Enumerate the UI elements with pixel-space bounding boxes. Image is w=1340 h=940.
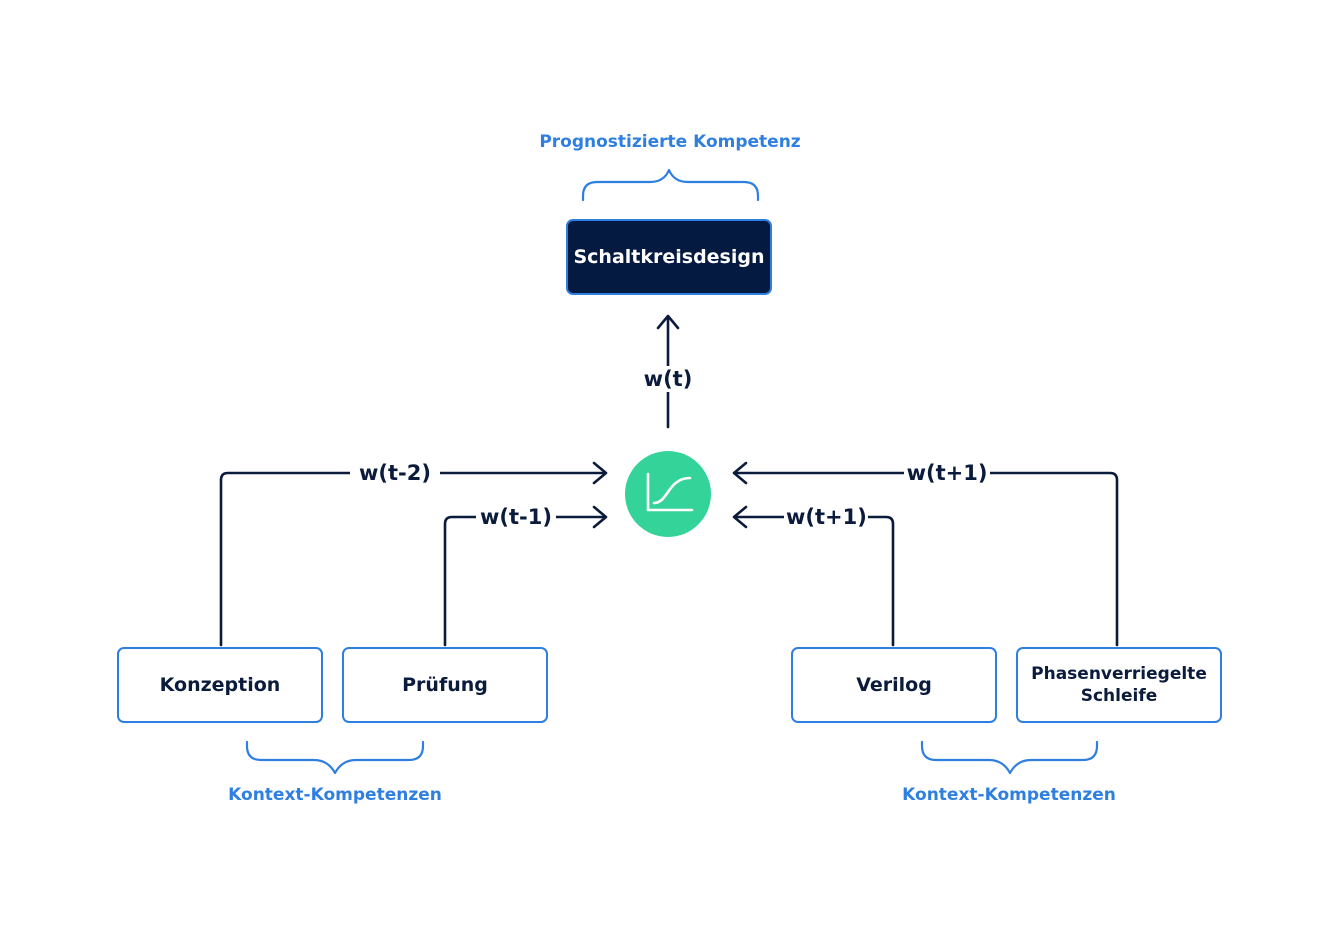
node-phasenverriegelte-schleife: Phasenverriegelte Schleife — [1016, 647, 1222, 723]
sigmoid-icon — [625, 451, 711, 537]
node-schaltkreisdesign: Schaltkreisdesign — [566, 219, 772, 295]
weight-label-center: w(t) — [628, 366, 708, 392]
brace-left — [245, 740, 425, 775]
annotation-context-left: Kontext-Kompetenzen — [228, 785, 442, 805]
annotation-context-right: Kontext-Kompetenzen — [902, 785, 1116, 805]
arrowhead-center-up — [656, 314, 680, 330]
arrowhead-verilog — [732, 505, 748, 529]
connector-pruefung — [443, 515, 606, 647]
arrowhead-konzeption — [592, 461, 608, 485]
arrowhead-pruefung — [592, 505, 608, 529]
node-label: Verilog — [856, 674, 932, 696]
connector-konzeption — [219, 471, 606, 647]
weight-label-right-inner: w(t+1) — [784, 504, 868, 530]
node-label-line1: Phasenverriegelte — [1031, 664, 1207, 684]
node-label: Konzeption — [159, 674, 281, 696]
arrowhead-pll — [732, 461, 748, 485]
weight-label-right-outer: w(t+1) — [904, 460, 990, 486]
node-pruefung: Prüfung — [342, 647, 548, 723]
node-label: Prüfung — [402, 674, 488, 696]
brace-top — [581, 168, 760, 202]
connector-pll — [734, 471, 1119, 647]
node-verilog: Verilog — [791, 647, 997, 723]
node-konzeption: Konzeption — [117, 647, 323, 723]
node-label: Schaltkreisdesign — [573, 246, 765, 268]
node-label-line2: Schleife — [1080, 686, 1158, 706]
connector-verilog — [734, 515, 895, 647]
weight-label-left-inner: w(t-1) — [476, 504, 556, 530]
annotation-predicted: Prognostizierte Kompetenz — [539, 132, 801, 152]
weight-label-left-outer: w(t-2) — [350, 460, 440, 486]
brace-right — [920, 740, 1099, 775]
